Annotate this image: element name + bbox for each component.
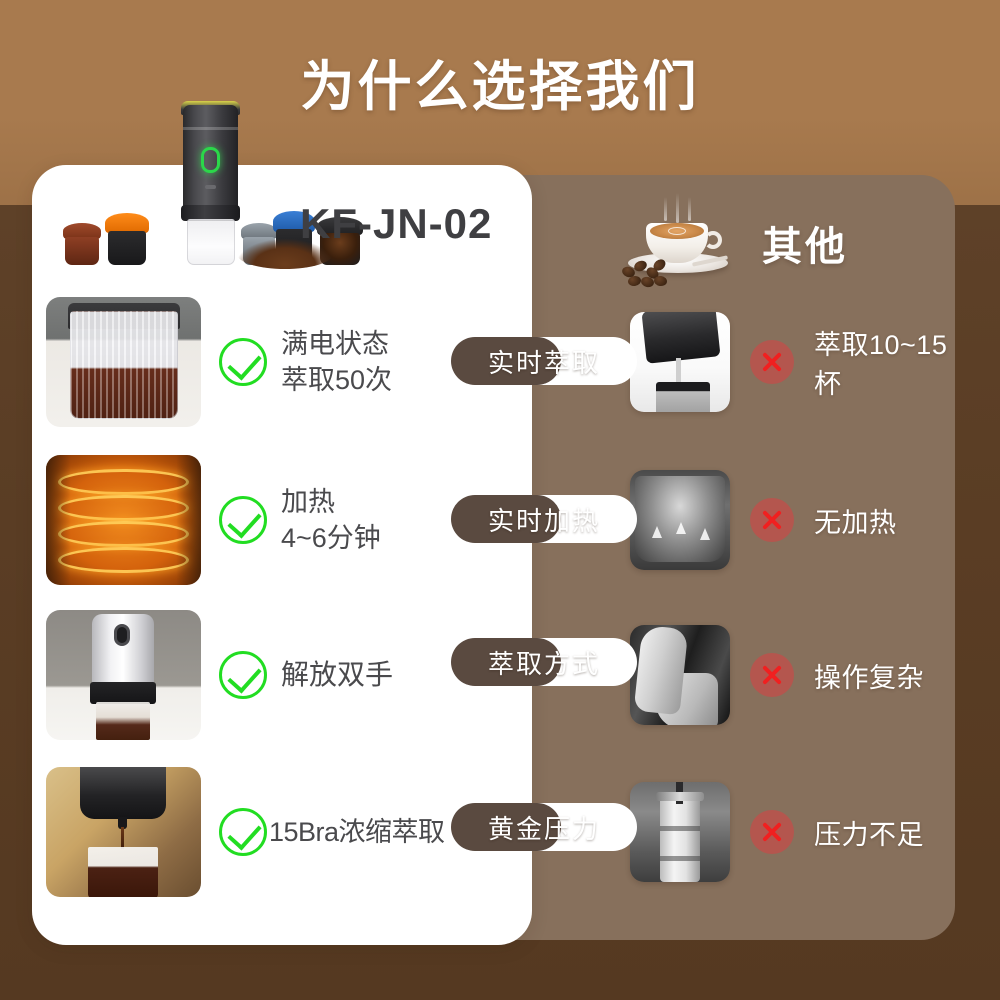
others-text-4: 压力不足 [814,819,924,850]
others-row-3: 操作复杂 [630,605,970,745]
others-row-2: 无加热 [630,450,970,590]
badge-label-1: 实时萃取 [487,347,600,378]
coffee-beans-icon [620,256,668,289]
badge-inner-pill [451,638,561,686]
others-text-1: 萃取10~15杯 [814,330,948,399]
badge-3: 萃取方式 [451,638,637,686]
cross-circle-icon [750,810,794,854]
others-thumbnail-4 [630,782,730,882]
badge-inner-pill [451,803,561,851]
feature-thumbnail-1 [46,297,201,427]
badge-4: 黄金压力 [451,803,637,851]
hero-product-image [55,101,385,275]
others-thumbnail-3 [630,625,730,725]
badge-1: 实时萃取 [451,337,637,385]
feature-text-1: 满电状态 萃取50次 [281,328,393,395]
badge-inner-pill [451,337,561,385]
feature-thumbnail-3 [46,610,201,740]
feature-row-4: 15Bra浓缩萃取 [46,762,516,902]
page-title: 为什么选择我们 [300,57,700,117]
badge-inner-pill [451,495,561,543]
check-circle-icon [219,338,267,386]
feature-text-4: 15Bra浓缩萃取 [269,816,445,847]
badge-label-2: 实时加热 [487,505,600,536]
check-circle-icon [219,651,267,699]
check-circle-icon [219,808,267,856]
feature-text-3: 解放双手 [281,659,394,691]
others-row-4: 压力不足 [630,762,970,902]
badge-2: 实时加热 [451,495,637,543]
feature-row-3: 解放双手 [46,605,516,745]
feature-thumbnail-4 [46,767,201,897]
feature-row-1: 满电状态 萃取50次 [46,292,516,432]
others-header: 其他 [620,190,950,295]
others-thumbnail-2 [630,470,730,570]
others-text-3: 操作复杂 [814,662,924,693]
coffee-cup-icon [620,193,740,290]
badge-label-4: 黄金压力 [487,813,600,844]
cross-circle-icon [750,498,794,542]
feature-text-2: 加热 4~6分钟 [281,486,381,553]
cross-circle-icon [750,340,794,384]
cross-circle-icon [750,653,794,697]
feature-thumbnail-2 [46,455,201,585]
product-model-name: KF-JN-02 [300,200,493,247]
others-title: 其他 [762,224,848,269]
badge-label-3: 萃取方式 [487,648,600,679]
feature-row-2: 加热 4~6分钟 [46,450,516,590]
others-row-1: 萃取10~15杯 [630,292,970,432]
check-circle-icon [219,496,267,544]
others-thumbnail-1 [630,312,730,412]
others-text-2: 无加热 [814,507,897,538]
power-indicator-icon [201,147,220,173]
